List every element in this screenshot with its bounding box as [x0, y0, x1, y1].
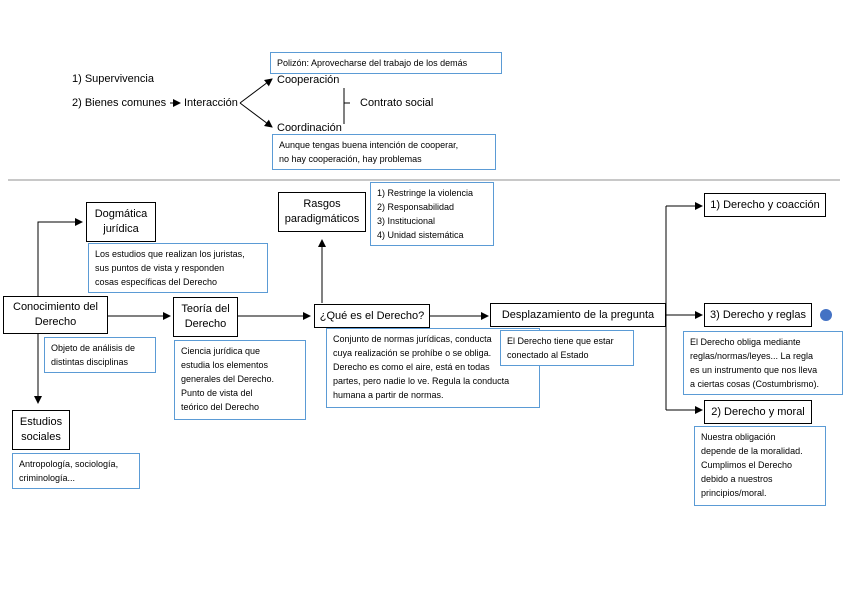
- reglas-box: 3) Derecho y reglas: [704, 303, 812, 327]
- estudios-note-line-1: Antropología, sociología,: [19, 459, 119, 469]
- supervivencia-label: 1) Supervivencia: [72, 73, 154, 85]
- estudios-line-2: sociales: [21, 431, 61, 443]
- moral-note-line-4: debido a nuestros: [701, 474, 773, 484]
- conocimiento-note-line-1: Objeto de análisis de: [51, 343, 136, 353]
- coaccion-box: 1) Derecho y coacción: [704, 193, 826, 217]
- reglas-label: 3) Derecho y reglas: [710, 308, 806, 321]
- moral-note-line-1: Nuestra obligación: [701, 432, 776, 442]
- dogmatica-box: Dogmática jurídica: [86, 202, 156, 242]
- bienes-comunes-label: 2) Bienes comunes: [72, 97, 167, 109]
- conocimiento-line-2: Derecho: [34, 316, 77, 328]
- teoria-note-line-3: generales del Derecho.: [181, 374, 275, 384]
- dogmatica-note: Los estudios que realizan los juristas, …: [88, 243, 268, 293]
- que-es-note-line-3: Derecho es como el aire, está en todas: [333, 362, 490, 372]
- dogmatica-note-line-2: sus puntos de vista y responden: [95, 263, 225, 273]
- arrow-to-cooperacion: [239, 78, 273, 104]
- estudios-note: Antropología, sociología, criminología..…: [12, 453, 140, 489]
- estudios-note-line-2: criminología...: [19, 473, 76, 483]
- contrato-social-label: Contrato social: [360, 97, 434, 109]
- coordinacion-label: Coordinación: [277, 122, 342, 134]
- dogmatica-line-2: jurídica: [103, 223, 139, 235]
- aunque-line-1: Aunque tengas buena intención de coopera…: [279, 140, 459, 150]
- moral-label: 2) Derecho y moral: [711, 405, 805, 418]
- polizon-note: Polizón: Aprovecharse del trabajo de los…: [270, 52, 502, 74]
- reglas-note-line-2: reglas/normas/leyes... La regla: [690, 351, 814, 361]
- teoria-note: Ciencia jurídica que estudia los element…: [174, 340, 306, 420]
- desplazamiento-box: Desplazamiento de la pregunta: [490, 303, 666, 327]
- rasgos-line-1: Rasgos: [303, 198, 341, 210]
- rasgos-item-3: 3) Institucional: [377, 216, 436, 226]
- reglas-note-line-3: es un instrumento que nos lleva: [690, 365, 818, 375]
- cooperacion-label: Cooperación: [277, 74, 340, 86]
- moral-note-line-2: depende de la moralidad.: [701, 446, 803, 456]
- rasgos-item-4: 4) Unidad sistemática: [377, 230, 464, 240]
- interaccion-label: Interacción: [184, 97, 238, 109]
- polizon-text: Polizón: Aprovecharse del trabajo de los…: [277, 58, 468, 68]
- marker-dot: [820, 309, 832, 321]
- arrow-to-coordinacion: [239, 102, 273, 128]
- rasgos-line-2: paradigmáticos: [284, 213, 360, 225]
- que-es-note-line-1: Conjunto de normas jurídicas, conducta: [333, 334, 492, 344]
- teoria-note-line-1: Ciencia jurídica que: [181, 346, 261, 356]
- conocimiento-box: Conocimiento del Derecho: [3, 296, 108, 334]
- moral-note: Nuestra obligación depende de la moralid…: [694, 426, 826, 506]
- desplazamiento-note: El Derecho tiene que estar conectado al …: [500, 330, 634, 366]
- teoria-note-line-2: estudia los elementos: [181, 360, 269, 370]
- aunque-line-2: no hay cooperación, hay problemas: [279, 154, 422, 164]
- que-es-box: ¿Qué es el Derecho?: [314, 304, 430, 328]
- desplazamiento-label: Desplazamiento de la pregunta: [501, 308, 655, 321]
- estudios-box: Estudios sociales: [12, 410, 70, 450]
- reglas-note-line-1: El Derecho obliga mediante: [690, 337, 801, 347]
- moral-box: 2) Derecho y moral: [704, 400, 812, 424]
- moral-note-line-3: Cumplimos el Derecho: [701, 460, 793, 470]
- conocimiento-note: Objeto de análisis de distintas discipli…: [44, 337, 156, 373]
- conocimiento-line-1: Conocimiento del: [13, 301, 98, 313]
- teoria-line-1: Teoría del: [181, 303, 230, 315]
- moral-note-line-5: principios/moral.: [701, 488, 767, 498]
- rasgos-item-1: 1) Restringe la violencia: [377, 188, 474, 198]
- teoria-box: Teoría del Derecho: [173, 297, 238, 337]
- dogmatica-note-line-1: Los estudios que realizan los juristas,: [95, 249, 245, 259]
- teoria-note-line-4: Punto de vista del: [181, 388, 253, 398]
- teoria-note-line-5: teórico del Derecho: [181, 402, 260, 412]
- desplazamiento-note-line-1: El Derecho tiene que estar: [507, 336, 614, 346]
- desplazamiento-note-line-2: conectado al Estado: [507, 350, 589, 360]
- arrow-to-dogmatica: [37, 218, 83, 296]
- coaccion-label: 1) Derecho y coacción: [710, 198, 820, 211]
- que-es-note-line-2: cuya realización se prohíbe o se obliga.: [333, 348, 492, 358]
- reglas-note-line-4: a ciertas cosas (Costumbrismo).: [690, 379, 820, 389]
- dogmatica-note-line-3: cosas específicas del Derecho: [95, 277, 218, 287]
- que-es-note: Conjunto de normas jurídicas, conducta c…: [326, 328, 540, 408]
- que-es-note-line-5: humana a partir de normas.: [333, 390, 444, 400]
- reglas-note: El Derecho obliga mediante reglas/normas…: [683, 331, 843, 395]
- aunque-note: Aunque tengas buena intención de coopera…: [272, 134, 496, 170]
- rasgos-list: 1) Restringe la violencia 2) Responsabil…: [370, 182, 494, 246]
- dogmatica-line-1: Dogmática: [94, 208, 148, 220]
- que-es-label: ¿Qué es el Derecho?: [319, 309, 425, 322]
- rasgos-box: Rasgos paradigmáticos: [278, 192, 366, 232]
- que-es-note-line-4: partes, pero nadie lo ve. Regula la cond…: [333, 376, 510, 386]
- teoria-line-2: Derecho: [184, 318, 227, 330]
- rasgos-item-2: 2) Responsabilidad: [377, 202, 455, 212]
- conocimiento-note-line-2: distintas disciplinas: [51, 357, 129, 367]
- estudios-line-1: Estudios: [19, 416, 63, 428]
